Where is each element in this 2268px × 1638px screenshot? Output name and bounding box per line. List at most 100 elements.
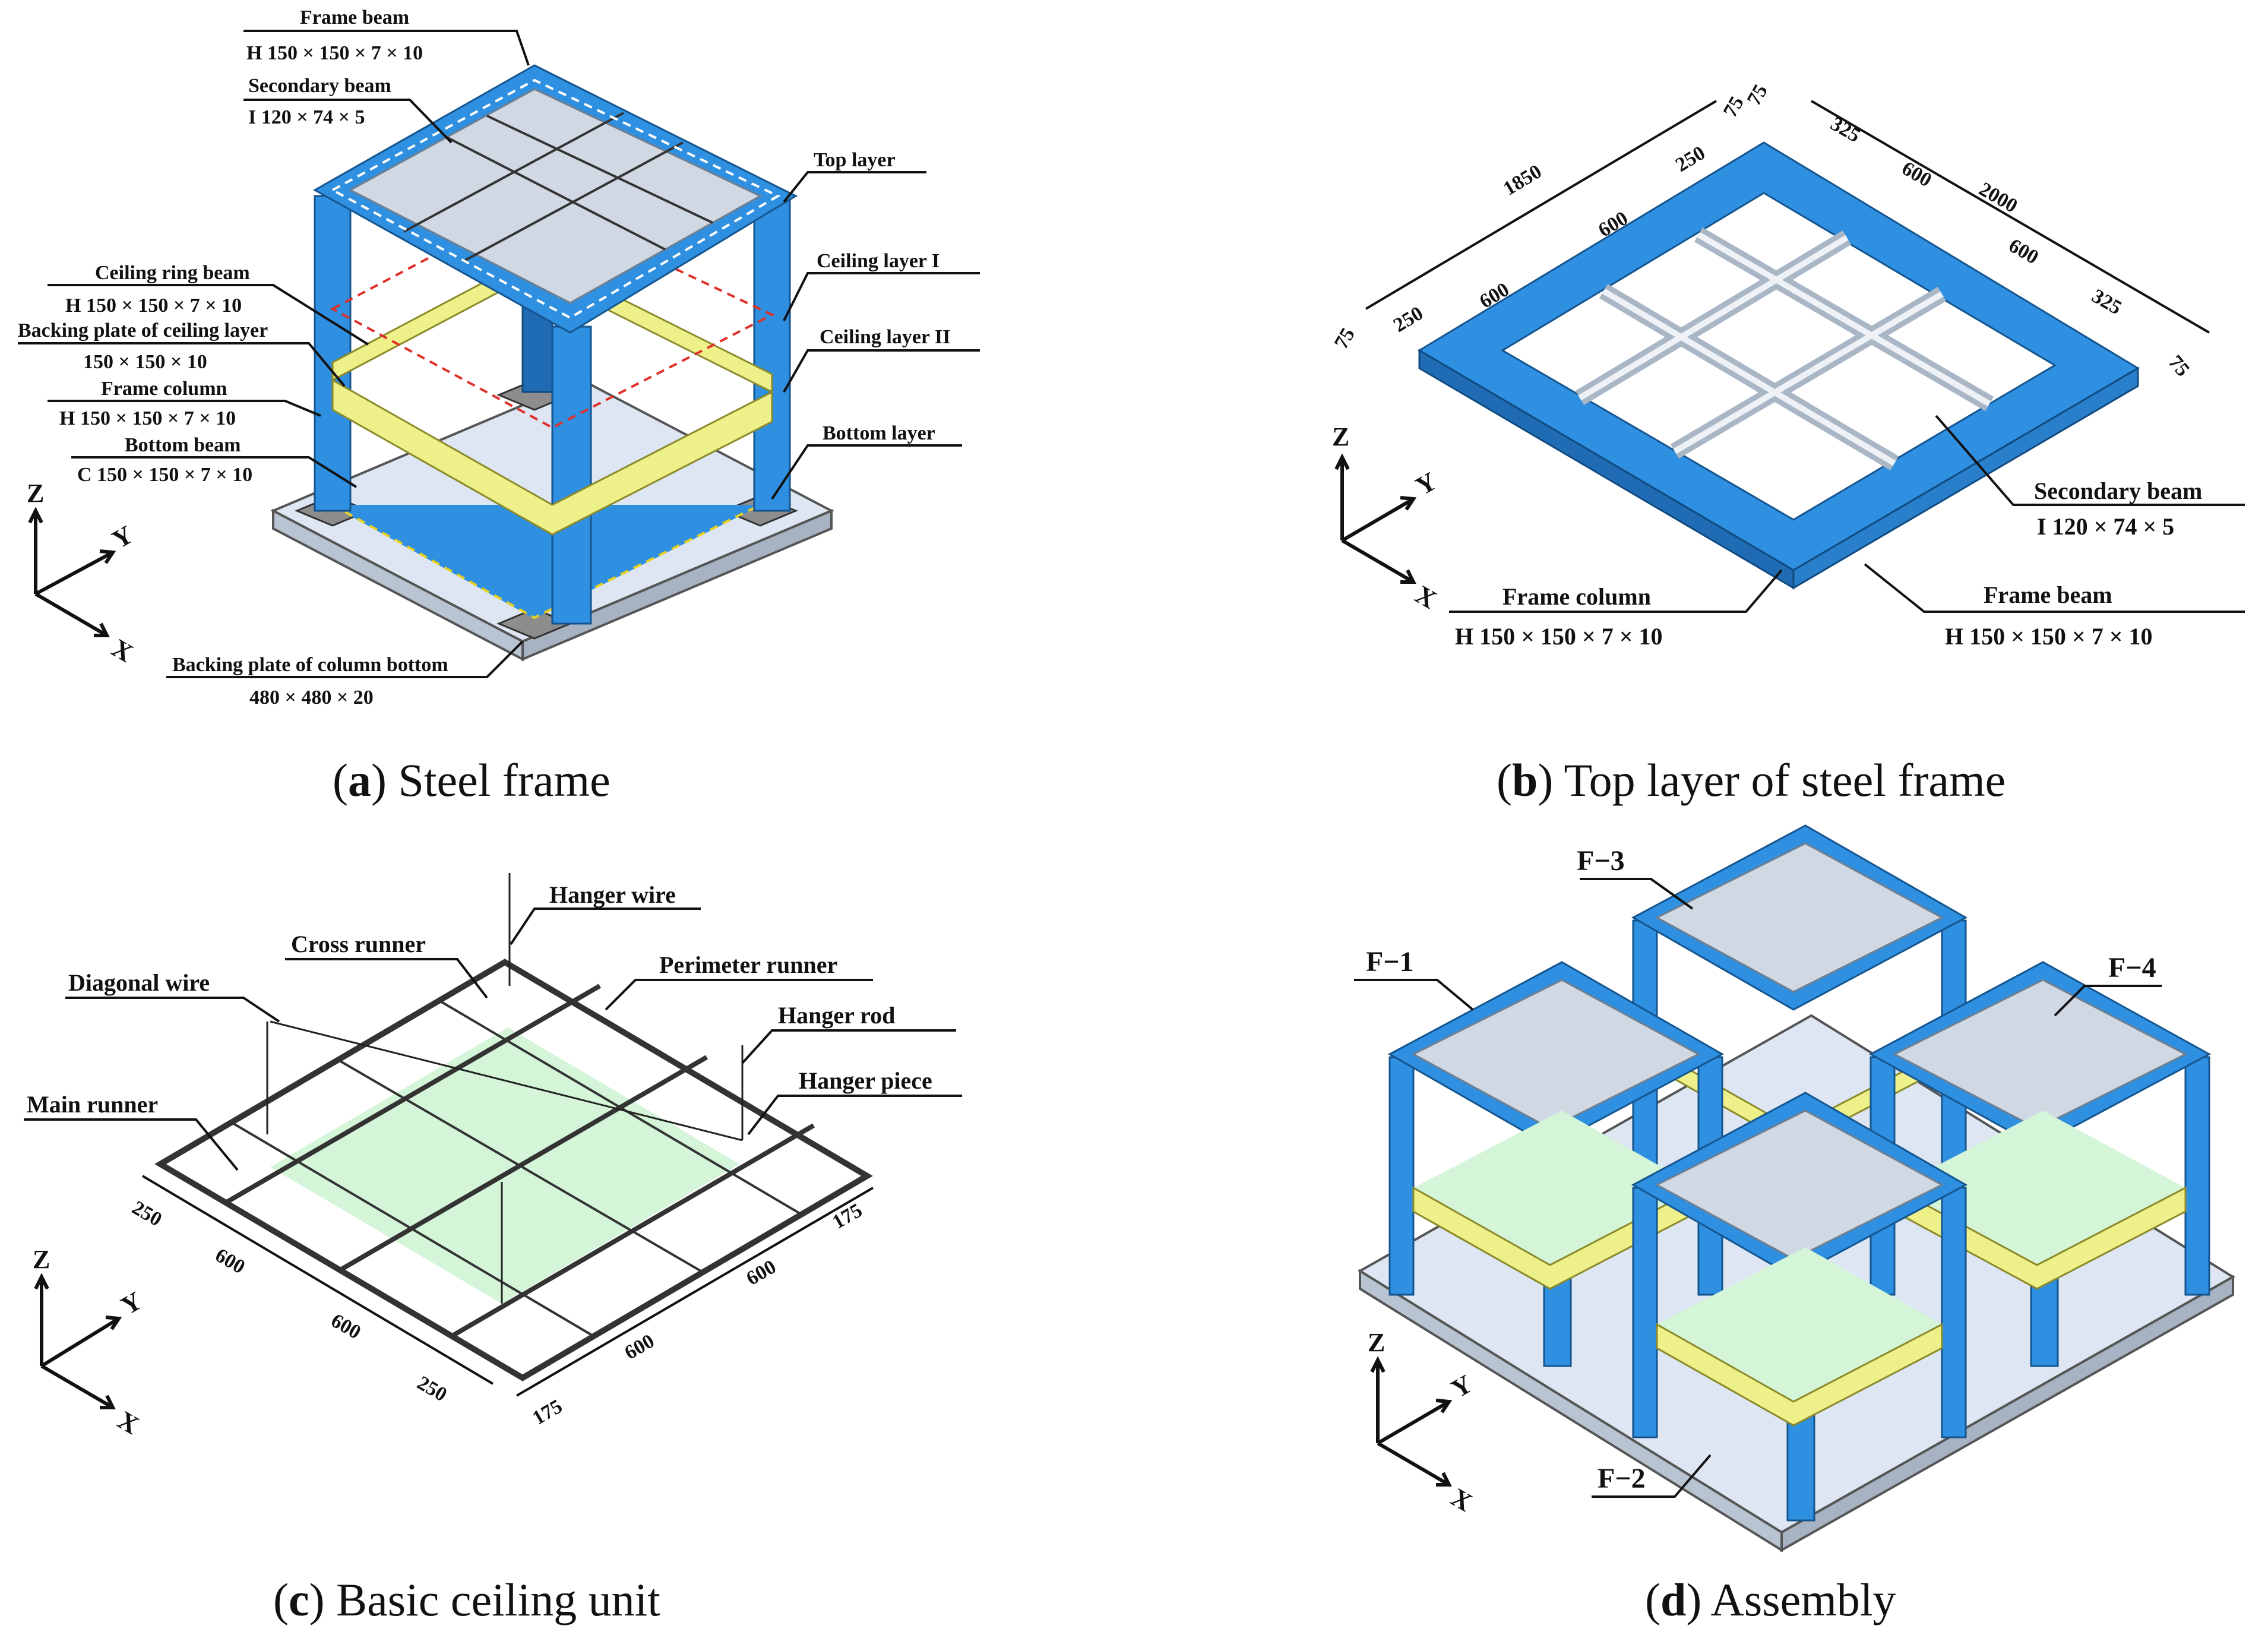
dim-b-600d: 600 bbox=[2005, 235, 2042, 269]
label-frame-beam-b: Frame beam bbox=[1984, 581, 2112, 608]
label-f4: F−4 bbox=[2108, 952, 2156, 984]
label-hanger-piece: Hanger piece bbox=[799, 1067, 932, 1094]
dim-c-250b: 250 bbox=[413, 1372, 451, 1406]
axis-x-a: X bbox=[107, 633, 138, 668]
panel-c: Hanger wire Cross runner Perimeter runne… bbox=[24, 873, 962, 1626]
frame-column-left bbox=[314, 195, 352, 512]
label-bottom-layer: Bottom layer bbox=[823, 422, 935, 444]
base-plate-edge-right bbox=[521, 508, 833, 662]
label-bottom-beam-spec: C 150 × 150 × 7 × 10 bbox=[77, 464, 252, 486]
label-secondary-beam-b: Secondary beam bbox=[2034, 478, 2202, 504]
leader-secondary-beam-b bbox=[1935, 415, 2245, 506]
dim-line-c-left bbox=[141, 1175, 494, 1385]
leader-f3 bbox=[1580, 878, 1694, 910]
bottom-layer-dash bbox=[332, 504, 761, 619]
dim-c-600b: 600 bbox=[327, 1310, 365, 1344]
panel-a: Frame beam H 150 × 150 × 7 × 10 Secondar… bbox=[18, 7, 980, 806]
label-hanger-wire: Hanger wire bbox=[549, 881, 676, 908]
label-secondary-beam-spec-b: I 120 × 74 × 5 bbox=[2037, 513, 2174, 540]
leader-main-runner bbox=[24, 1118, 239, 1171]
ceiling-ring-beam bbox=[331, 378, 773, 536]
secondary-beam-line-3 bbox=[403, 112, 624, 233]
caption-d: (d) Assembly bbox=[1645, 1574, 1896, 1626]
label-perimeter-runner: Perimeter runner bbox=[659, 951, 837, 978]
axis-y-d: Y bbox=[1447, 1369, 1478, 1403]
dim-line-left bbox=[1365, 100, 1717, 310]
frame-f3 bbox=[1631, 824, 1968, 1171]
leader-ceiling-layer-2 bbox=[783, 349, 980, 393]
frame-column-right bbox=[753, 195, 791, 512]
cross-runner-line-1 bbox=[230, 1121, 595, 1337]
dim-b-1850: 1850 bbox=[1500, 160, 1545, 200]
label-backing-plate-column-spec: 480 × 480 × 20 bbox=[249, 687, 374, 709]
axes-b: Z Y X bbox=[1332, 422, 1442, 615]
leader-hanger-piece bbox=[747, 1095, 962, 1136]
label-ceiling-layer-1: Ceiling layer I bbox=[817, 250, 940, 272]
secondary-beams-b bbox=[1575, 227, 1994, 471]
label-ceiling-ring-beam: Ceiling ring beam bbox=[95, 262, 250, 284]
dim-b-250a: 250 bbox=[1672, 142, 1709, 176]
axis-x-d: X bbox=[1446, 1482, 1477, 1517]
label-frame-column-spec-b: H 150 × 150 × 7 × 10 bbox=[1455, 623, 1663, 650]
label-diagonal-wire: Diagonal wire bbox=[68, 969, 210, 996]
axis-z-d: Z bbox=[1368, 1328, 1385, 1357]
caption-b: (b) Top layer of steel frame bbox=[1497, 754, 2006, 806]
dim-b-325b: 325 bbox=[2088, 285, 2125, 320]
label-backing-plate-ceiling-spec: 150 × 150 × 10 bbox=[83, 351, 207, 373]
leader-backing-plate-column bbox=[166, 640, 524, 678]
dim-b-2000: 2000 bbox=[1975, 178, 2021, 217]
dim-c-175a: 175 bbox=[529, 1395, 567, 1430]
axes-a: Z Y X bbox=[27, 479, 138, 668]
diagonal-wire bbox=[270, 1020, 743, 1141]
ceiling-panel-green-1 bbox=[270, 1027, 739, 1304]
axis-x-b: X bbox=[1410, 580, 1441, 614]
leader-hanger-wire bbox=[510, 907, 701, 946]
label-ceiling-ring-beam-spec: H 150 × 150 × 7 × 10 bbox=[65, 295, 242, 317]
label-ceiling-layer-2: Ceiling layer II bbox=[820, 326, 950, 348]
secondary-beam-line-2 bbox=[486, 115, 713, 224]
dim-b-250b: 250 bbox=[1390, 302, 1427, 337]
label-frame-beam-spec: H 150 × 150 × 7 × 10 bbox=[246, 42, 423, 64]
leader-cross-runner bbox=[285, 958, 488, 999]
dim-line-right bbox=[1810, 100, 2210, 334]
top-layer-dash bbox=[330, 78, 781, 320]
dim-b-325a: 325 bbox=[1827, 113, 1864, 147]
leader-frame-column bbox=[48, 400, 321, 417]
label-main-runner: Main runner bbox=[27, 1091, 158, 1118]
leader-backing-plate-ceiling bbox=[18, 342, 346, 387]
label-f3: F−3 bbox=[1577, 845, 1625, 877]
dim-c-600c: 600 bbox=[621, 1330, 659, 1364]
top-layer-grid bbox=[348, 88, 763, 304]
dim-c-175b: 175 bbox=[829, 1199, 866, 1234]
axis-z-a: Z bbox=[27, 479, 44, 508]
dim-b-75d: 75 bbox=[2164, 351, 2194, 381]
dim-b-75c: 75 bbox=[1330, 324, 1359, 353]
cross-runner-line-3 bbox=[438, 1000, 803, 1216]
dim-c-250a: 250 bbox=[128, 1197, 166, 1231]
panel-b: 1850 600 600 250 250 75 75 75 75 325 600… bbox=[1330, 81, 2245, 806]
label-secondary-beam: Secondary beam bbox=[248, 75, 391, 97]
leader-frame-beam bbox=[243, 30, 530, 66]
label-backing-plate-column: Backing plate of column bottom bbox=[172, 654, 448, 676]
ceiling-layer-dash bbox=[330, 200, 775, 429]
main-runner-line bbox=[224, 984, 602, 1205]
leader-hanger-rod bbox=[741, 1029, 956, 1064]
axis-x-c: X bbox=[113, 1405, 144, 1440]
leader-secondary-beam bbox=[243, 99, 453, 144]
main-runner-line-2 bbox=[337, 1055, 708, 1273]
frame-column-front bbox=[551, 325, 592, 625]
leader-perimeter-runner bbox=[605, 979, 873, 1011]
label-backing-plate-ceiling: Backing plate of ceiling layer bbox=[18, 320, 268, 341]
dim-b-600c: 600 bbox=[1898, 157, 1935, 192]
secondary-beam-line-4 bbox=[463, 141, 684, 263]
top-layer-opening bbox=[1501, 192, 2057, 521]
axis-y-a: Y bbox=[107, 520, 138, 554]
label-top-layer: Top layer bbox=[814, 149, 896, 171]
label-f1: F−1 bbox=[1366, 946, 1414, 978]
leader-frame-beam-b bbox=[1864, 563, 2245, 613]
leader-f2 bbox=[1592, 1454, 1712, 1498]
leader-f4 bbox=[2054, 985, 2162, 1017]
label-frame-beam-spec-b: H 150 × 150 × 7 × 10 bbox=[1945, 623, 2153, 650]
label-cross-runner: Cross runner bbox=[291, 931, 426, 957]
axis-y-b: Y bbox=[1411, 466, 1442, 501]
